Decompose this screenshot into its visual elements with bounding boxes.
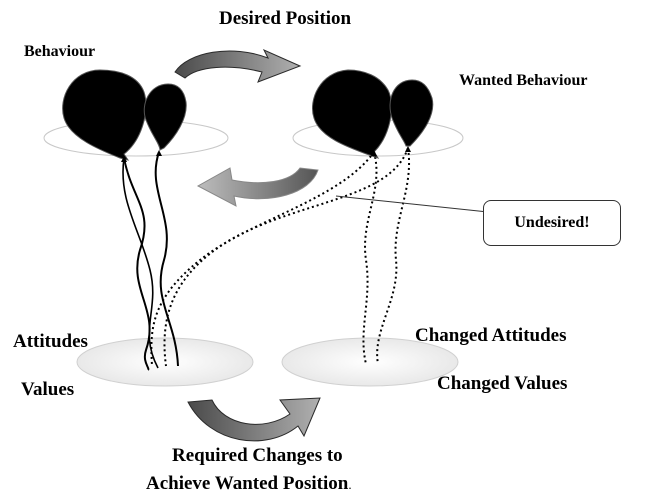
undesired-arrow bbox=[198, 168, 318, 206]
behaviour-balloon-small bbox=[144, 84, 186, 150]
values-label: Values bbox=[21, 380, 74, 399]
undesired-callout-line bbox=[336, 196, 488, 212]
wanted-balloon-small bbox=[390, 80, 433, 146]
required-changes-period: . bbox=[348, 477, 351, 492]
changed-attitudes-label: Changed Attitudes bbox=[415, 326, 567, 345]
desired-position-label: Desired Position bbox=[219, 9, 351, 28]
desired-position-arrow bbox=[175, 50, 300, 82]
behaviour-label: Behaviour bbox=[24, 44, 95, 60]
undesired-label: Undesired! bbox=[514, 214, 589, 232]
required-changes-line2-wrap: Achieve Wanted Position. bbox=[146, 474, 352, 493]
required-changes-arrow bbox=[188, 398, 320, 441]
required-changes-line2: Achieve Wanted Position bbox=[146, 473, 348, 494]
required-changes-line1: Required Changes to bbox=[172, 446, 343, 465]
behaviour-balloon-large bbox=[63, 70, 146, 160]
undesired-callout: Undesired! bbox=[483, 200, 621, 246]
attitudes-label: Attitudes bbox=[13, 332, 88, 351]
changed-values-label: Changed Values bbox=[437, 374, 567, 393]
solid-strings bbox=[123, 152, 178, 370]
wanted-balloon-large bbox=[312, 70, 391, 158]
wanted-behaviour-label: Wanted Behaviour bbox=[459, 73, 587, 89]
